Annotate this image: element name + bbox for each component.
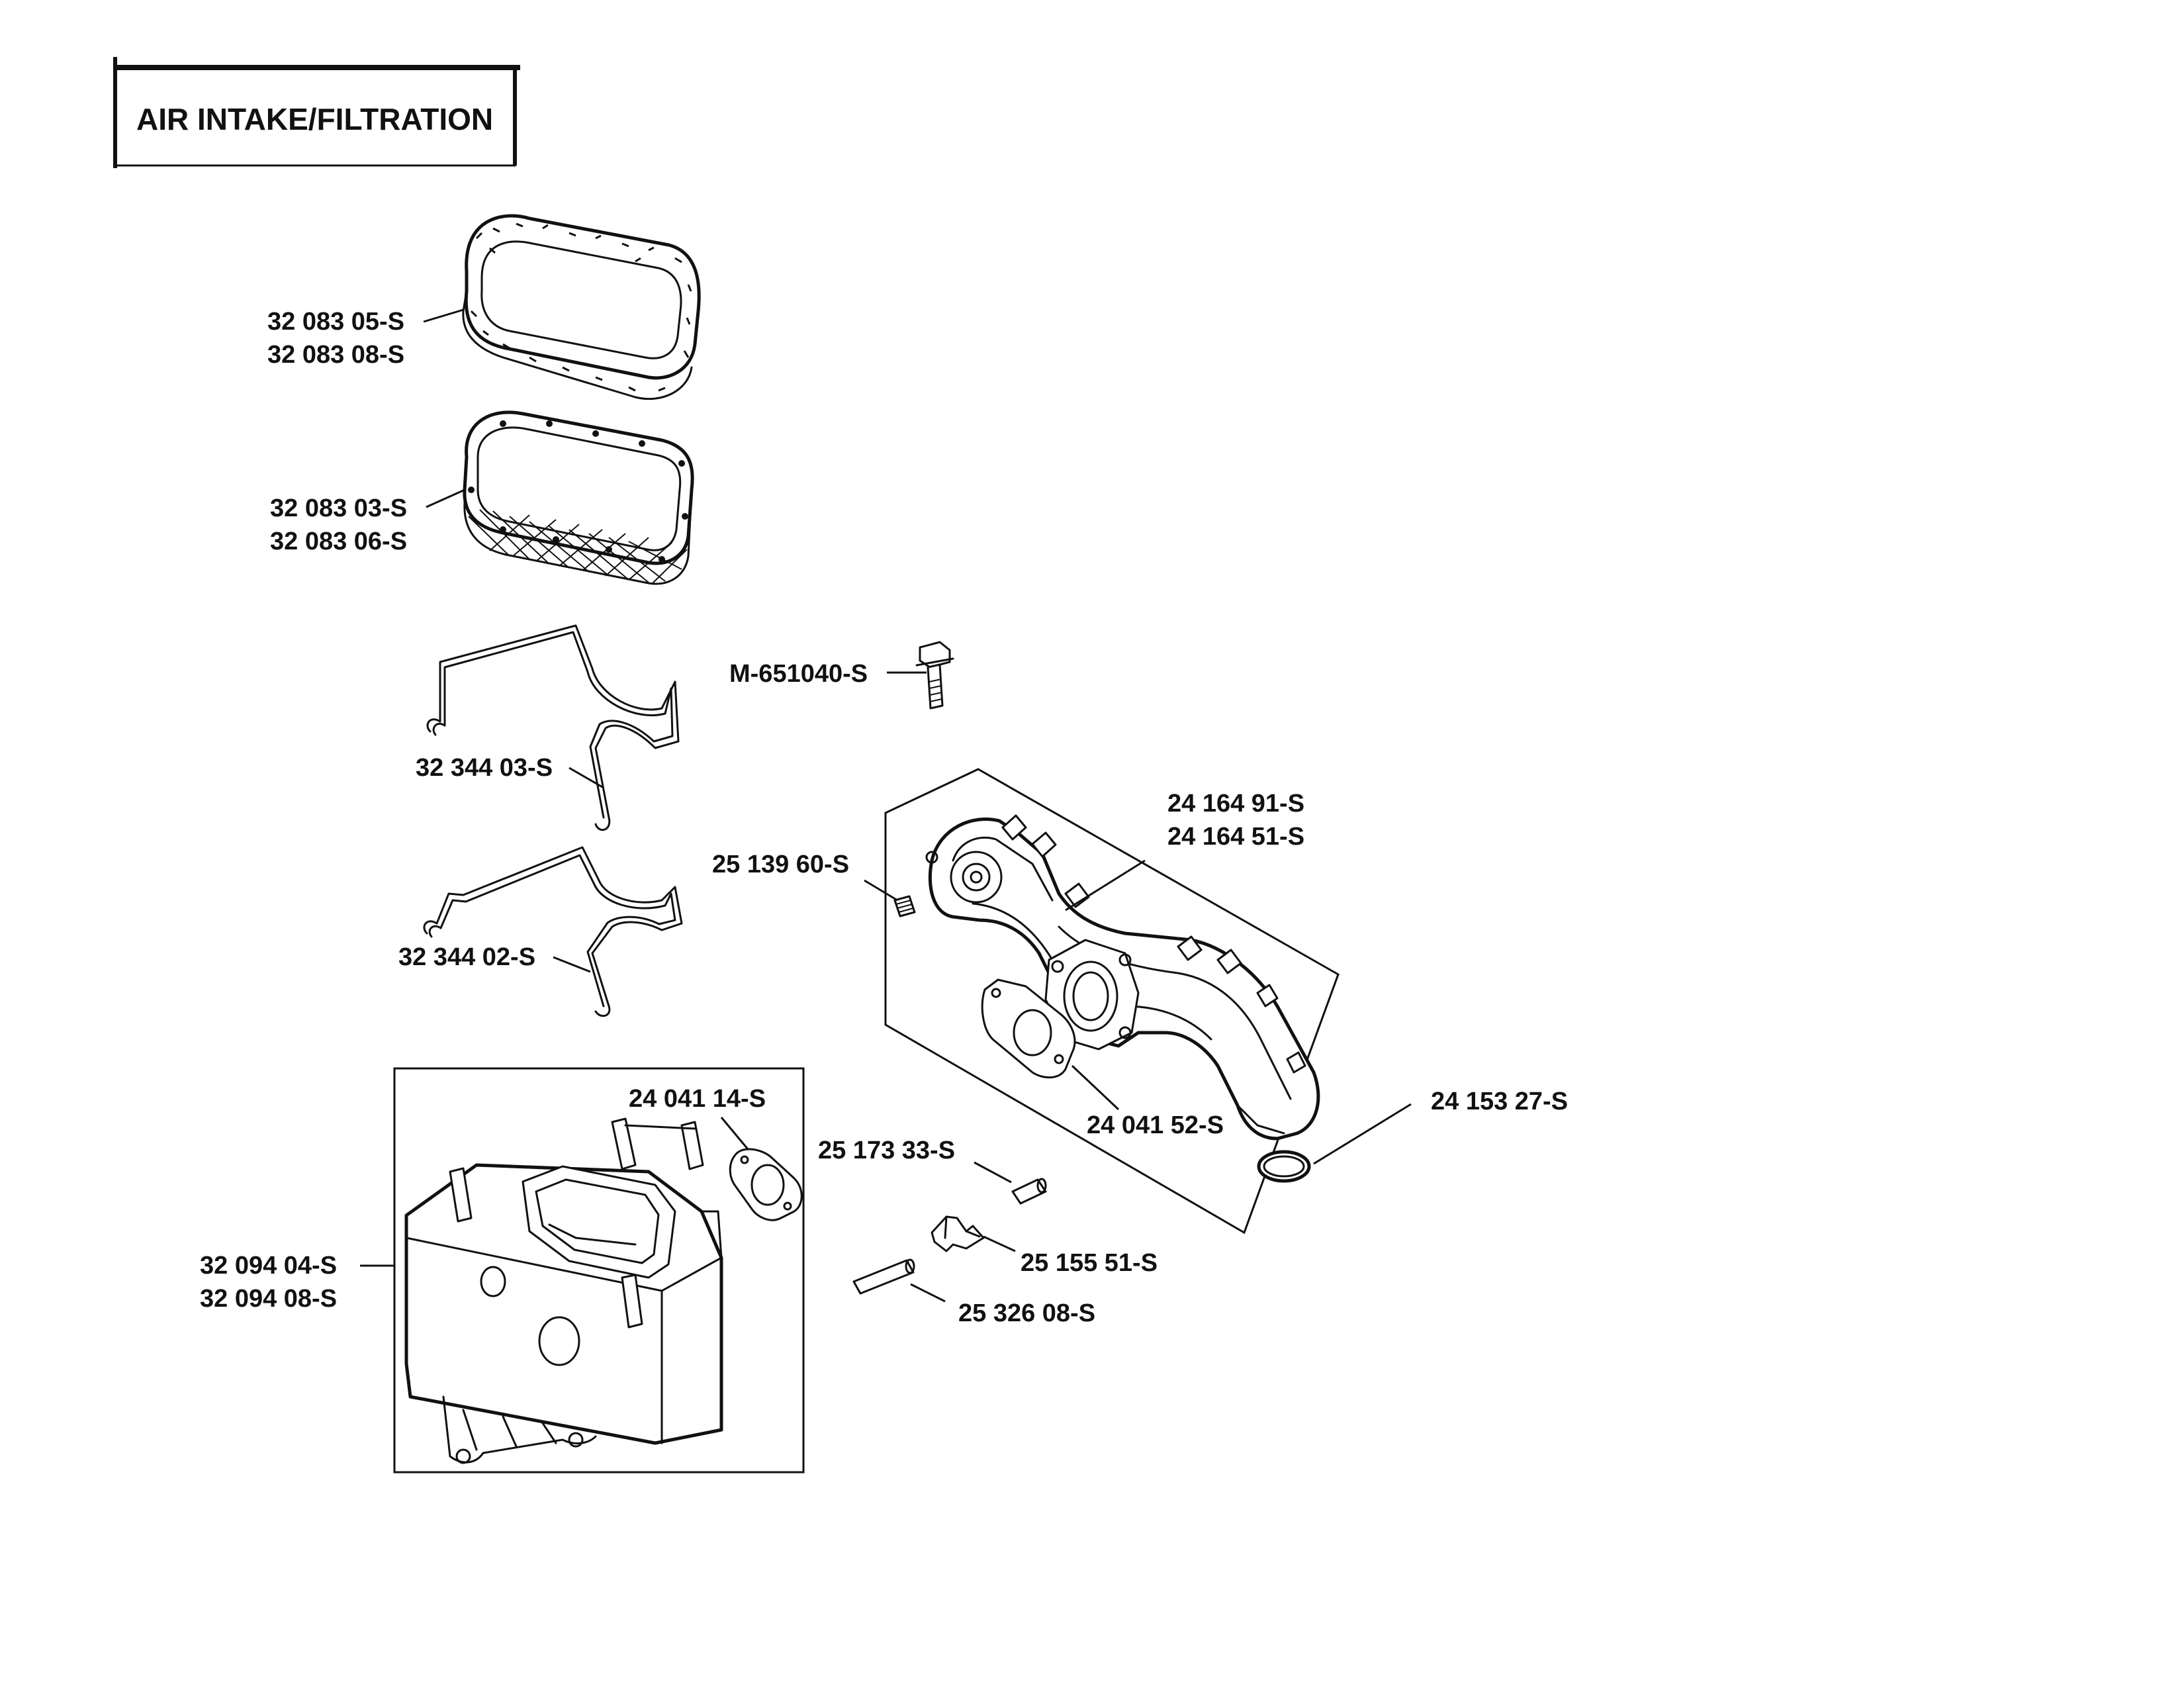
- part-number-label: 32 083 08-S: [267, 341, 404, 369]
- part-number-label: 32 094 04-S: [200, 1252, 337, 1280]
- o-ring-drawing: [1257, 1150, 1311, 1183]
- part-number-label: 32 083 06-S: [270, 528, 407, 555]
- air-cleaner-base-callout: 32 094 04-S 32 094 08-S: [200, 1252, 394, 1313]
- pin-short-callout: 25 173 33-S: [818, 1137, 1012, 1184]
- part-number-label: 24 164 51-S: [1167, 823, 1304, 851]
- pin-long-callout: 25 326 08-S: [910, 1283, 1095, 1327]
- part-number-label: 32 083 05-S: [267, 308, 404, 336]
- retainer-clip-lower-drawing: [423, 846, 683, 1017]
- manifold-gasket-drawing: [981, 978, 1076, 1079]
- o-ring-callout: 24 153 27-S: [1313, 1088, 1568, 1165]
- page-title: AIR INTAKE/FILTRATION: [136, 102, 493, 136]
- bolt-callout: M-651040-S: [729, 660, 927, 688]
- precleaner-drawing: [462, 214, 701, 400]
- air-filter-element-callout: 32 083 03-S 32 083 06-S: [270, 489, 465, 555]
- intake-manifold-drawing: [925, 814, 1320, 1141]
- part-number-label: 32 083 03-S: [270, 494, 407, 522]
- part-number-label: M-651040-S: [729, 660, 868, 688]
- air-filter-element-drawing: [463, 410, 694, 585]
- bolt-drawing: [915, 641, 954, 710]
- base-gasket-callout: 24 041 14-S: [629, 1085, 766, 1150]
- title-box: AIR INTAKE/FILTRATION: [113, 57, 520, 168]
- breather-fitting-drawing: [893, 895, 916, 917]
- part-number-label: 32 094 08-S: [200, 1285, 337, 1313]
- retainer-clip-lower-callout: 32 344 02-S: [398, 943, 591, 973]
- part-number-label: 24 041 14-S: [629, 1085, 766, 1113]
- part-number-label: 25 326 08-S: [958, 1299, 1095, 1327]
- precleaner-callout: 32 083 05-S 32 083 08-S: [267, 308, 464, 369]
- retainer-clip-upper-callout: 32 344 03-S: [416, 754, 604, 789]
- manifold-gasket-callout: 24 041 52-S: [1071, 1064, 1224, 1139]
- part-number-label: 25 173 33-S: [818, 1137, 955, 1164]
- clip-callout: 25 155 51-S: [983, 1235, 1158, 1277]
- part-number-label: 25 139 60-S: [712, 851, 849, 878]
- part-number-label: 24 164 91-S: [1167, 790, 1304, 818]
- air-cleaner-base-drawing: [404, 1117, 723, 1464]
- pin-short-drawing: [1011, 1178, 1047, 1205]
- clip-drawing: [931, 1215, 985, 1252]
- air-cleaner-base-group-box: [393, 1067, 805, 1474]
- part-number-label: 24 041 52-S: [1087, 1111, 1224, 1139]
- breather-fitting-callout: 25 139 60-S: [712, 851, 898, 902]
- part-number-label: 32 344 03-S: [416, 754, 553, 782]
- part-number-label: 25 155 51-S: [1021, 1249, 1158, 1277]
- part-number-label: 32 344 02-S: [398, 943, 535, 971]
- pin-long-drawing: [852, 1258, 915, 1295]
- part-number-label: 24 153 27-S: [1431, 1088, 1568, 1115]
- intake-manifold-callout: 24 164 91-S 24 164 51-S: [1065, 790, 1304, 912]
- base-gasket-drawing: [729, 1148, 803, 1221]
- retainer-clip-upper-drawing: [426, 624, 680, 831]
